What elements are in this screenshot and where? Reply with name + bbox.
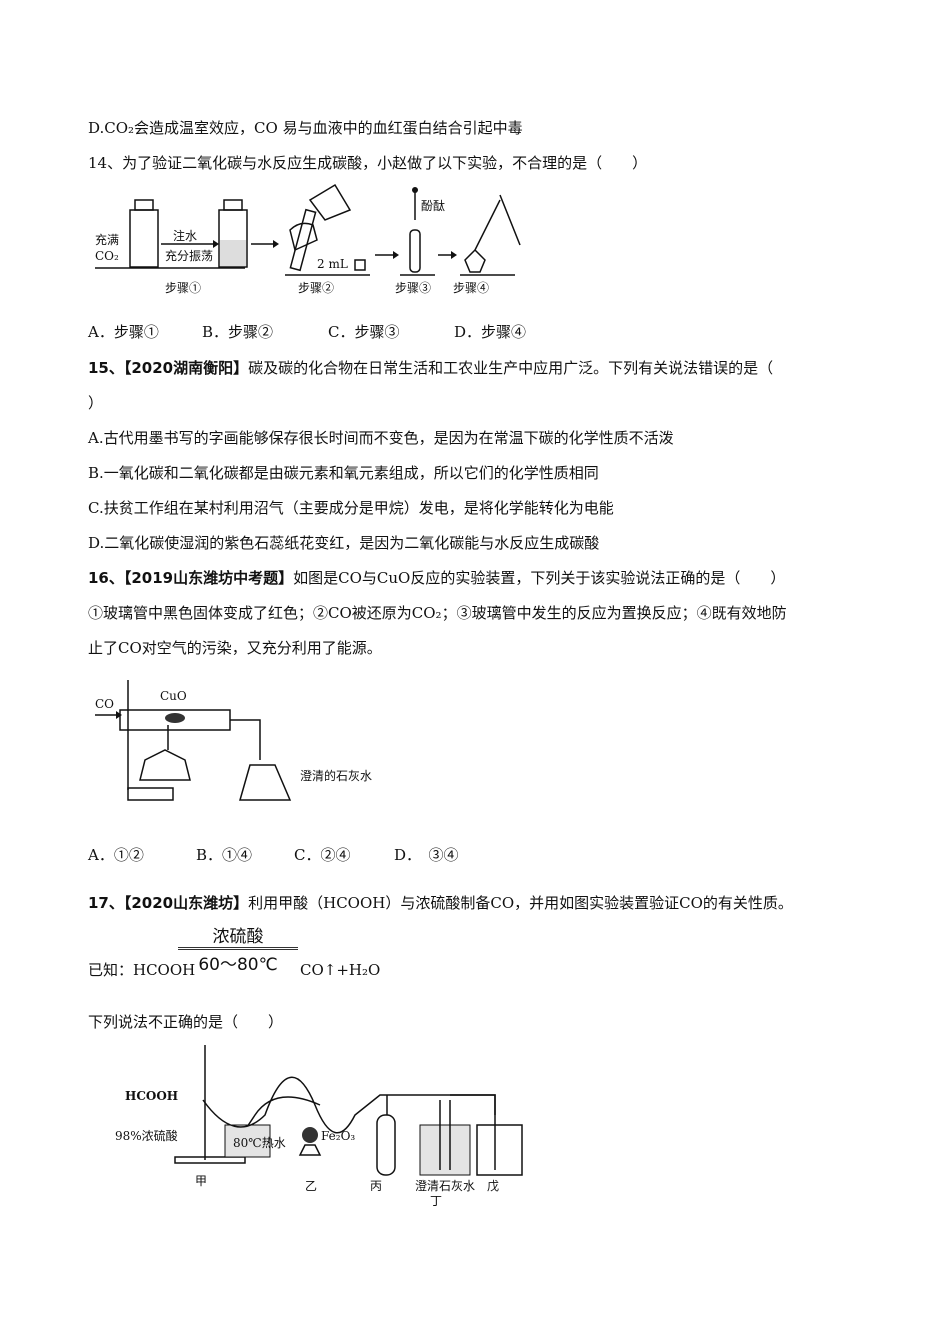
q15-source: 【2020湖南衡阳】	[123, 359, 249, 377]
q17-known: 已知：HCOOH	[88, 961, 196, 979]
label-add-water: 注水	[173, 228, 197, 243]
step-1-label: 步骤①	[165, 281, 201, 295]
unit-yi: 乙	[305, 1179, 317, 1193]
label-shake: 充分振荡	[165, 248, 213, 263]
unit-bing: 丙	[370, 1179, 382, 1193]
label-concentrated-acid: 98%浓硫酸	[115, 1128, 178, 1143]
q14-options: A．步骤① B．步骤② C．步骤③ D．步骤④	[88, 322, 526, 342]
unit-wu: 戊	[487, 1179, 499, 1193]
label-cuo: CuO	[160, 689, 187, 703]
option-a[interactable]: A．步骤①	[88, 323, 159, 341]
label-phenolphthalein: 酚酞	[421, 198, 445, 213]
q16-stem: 16、【2019山东潍坊中考题】如图是CO与CuO反应的实验装置，下列关于该实验…	[88, 569, 786, 587]
q17-figure: HCOOH 98%浓硫酸 80℃热水 Fe₂O₃ 澄清石灰水 甲 乙 丙 丁 戊	[115, 1045, 523, 1208]
label-hcooh: HCOOH	[125, 1089, 178, 1103]
step2-pour	[285, 183, 370, 276]
q15-stem: 15、【2020湖南衡阳】碳及碳的化合物在日常生活和工农业生产中应用广泛。下列有…	[88, 359, 774, 377]
q14-figure: 充满 CO₂ 注水 充分振荡 2 mL 酚酞 步骤① 步骤② 步骤③ 步骤④	[95, 183, 521, 295]
step-2-label: 步骤②	[298, 281, 334, 295]
unit-jia: 甲	[195, 1174, 207, 1188]
step4-heat	[460, 194, 521, 276]
step1-bottles	[95, 199, 279, 269]
q16-options: A．①② B．①④ C．②④ D． ③④	[88, 845, 459, 865]
label-limewater: 澄清石灰水	[415, 1178, 475, 1193]
q14-stem: 14、为了验证二氧化碳与水反应生成碳酸，小赵做了以下实验，不合理的是（ ）	[88, 154, 648, 172]
reaction-products: CO↑+H₂O	[300, 961, 381, 979]
label-co2: CO₂	[95, 249, 119, 263]
step-4-label: 步骤④	[453, 281, 489, 295]
q17-question: 下列说法不正确的是（ ）	[88, 1013, 284, 1031]
option-d[interactable]: D．步骤④	[454, 323, 527, 341]
q15-option-c[interactable]: C.扶贫工作组在某村利用沼气（主要成分是甲烷）发电，是将化学能转化为电能	[88, 499, 614, 517]
q17-stem: 17、【2020山东潍坊】利用甲酸（HCOOH）与浓硫酸制备CO，并用如图实验装…	[88, 894, 793, 912]
label-fe2o3: Fe₂O₃	[321, 1129, 355, 1143]
option-c[interactable]: C．步骤③	[328, 323, 400, 341]
reaction-condition-bottom: 60～80℃	[198, 955, 278, 975]
unit-ding: 丁	[430, 1194, 442, 1208]
label-fill: 充满	[95, 232, 119, 247]
step3-tube	[400, 187, 435, 276]
label-limewater: 澄清的石灰水	[300, 768, 372, 783]
step-3-label: 步骤③	[395, 281, 431, 295]
label-co: CO	[95, 697, 114, 711]
label-2ml: 2 mL	[317, 257, 348, 271]
option-a[interactable]: A．①②	[88, 846, 144, 864]
q16-statements-1: ①玻璃管中黑色固体变成了红色；②CO被还原为CO₂；③玻璃管中发生的反应为置换反…	[88, 604, 787, 622]
q16-source: 【2019山东潍坊中考题】	[123, 569, 294, 587]
option-b[interactable]: B．步骤②	[202, 323, 274, 341]
q15-option-b[interactable]: B.一氧化碳和二氧化碳都是由碳元素和氧元素组成，所以它们的化学性质相同	[88, 464, 599, 482]
reaction-condition-top: 浓硫酸	[178, 922, 298, 950]
q15-option-a[interactable]: A.古代用墨书写的字画能够保存很长时间而不变色，是因为在常温下碳的化学性质不活泼	[88, 429, 674, 447]
q16-figure: CO CuO 澄清的石灰水	[95, 680, 372, 801]
q16-statements-2: 止了CO对空气的污染，又充分利用了能源。	[88, 639, 382, 657]
option-b[interactable]: B．①④	[196, 846, 253, 864]
label-hot-water: 80℃热水	[233, 1136, 286, 1150]
q15-option-d[interactable]: D.二氧化碳使湿润的紫色石蕊纸花变红，是因为二氧化碳能与水反应生成碳酸	[88, 534, 600, 552]
option-d[interactable]: D． ③④	[394, 846, 459, 864]
q17-source: 【2020山东潍坊】	[123, 894, 249, 912]
option-c[interactable]: C．②④	[294, 846, 351, 864]
q15-stem-end: ）	[88, 394, 104, 412]
q13-option-d: D.CO₂会造成温室效应，CO 易与血液中的血红蛋白结合引起中毒	[88, 119, 523, 137]
